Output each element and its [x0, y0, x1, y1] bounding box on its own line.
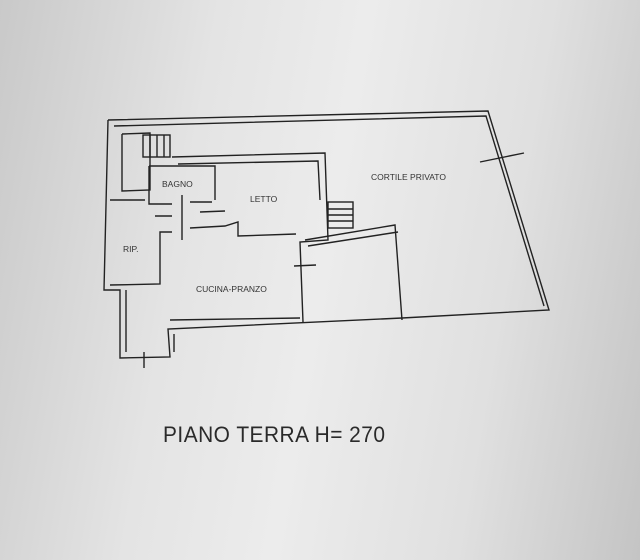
room-label-cortile: CORTILE PRIVATO [371, 172, 446, 182]
stairs-top-left [142, 134, 171, 158]
stairs-right [327, 201, 354, 229]
room-label-cucina: CUCINA-PRANZO [196, 284, 267, 294]
room-label-letto: LETTO [250, 194, 278, 204]
plan-title: PIANO TERRA H= 270 [163, 422, 386, 447]
room-label-bagno: BAGNO [162, 179, 193, 189]
interior-walls [109, 132, 525, 368]
outer-walls [103, 110, 550, 359]
room-label-ripostiglio: RIP. [123, 244, 138, 254]
